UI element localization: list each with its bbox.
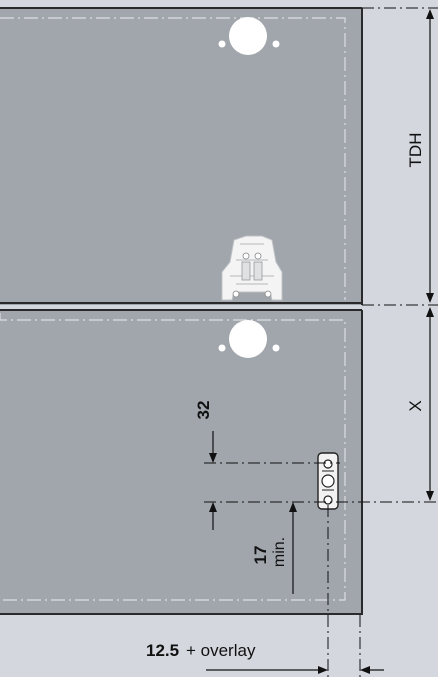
- extension-lines: [204, 7, 438, 677]
- tdh-label: TDH: [406, 133, 425, 168]
- dimension-32-label: 32: [194, 401, 213, 420]
- offset-text-label: + overlay: [186, 641, 256, 660]
- arrowheads: [209, 9, 434, 674]
- min-label: min.: [271, 537, 288, 567]
- x-label: X: [406, 400, 425, 411]
- hinge-arm-icon: [221, 235, 283, 301]
- offset-value-label: 12.5: [146, 641, 179, 660]
- mounting-plate-icon: [317, 452, 339, 510]
- upper-door-panel: [0, 7, 363, 305]
- hinge-cup-hole-top: [218, 17, 280, 55]
- lower-door-panel: [0, 309, 363, 615]
- hinge-cup-hole-bottom: [218, 320, 280, 358]
- dimension-17-label: 17: [251, 546, 270, 565]
